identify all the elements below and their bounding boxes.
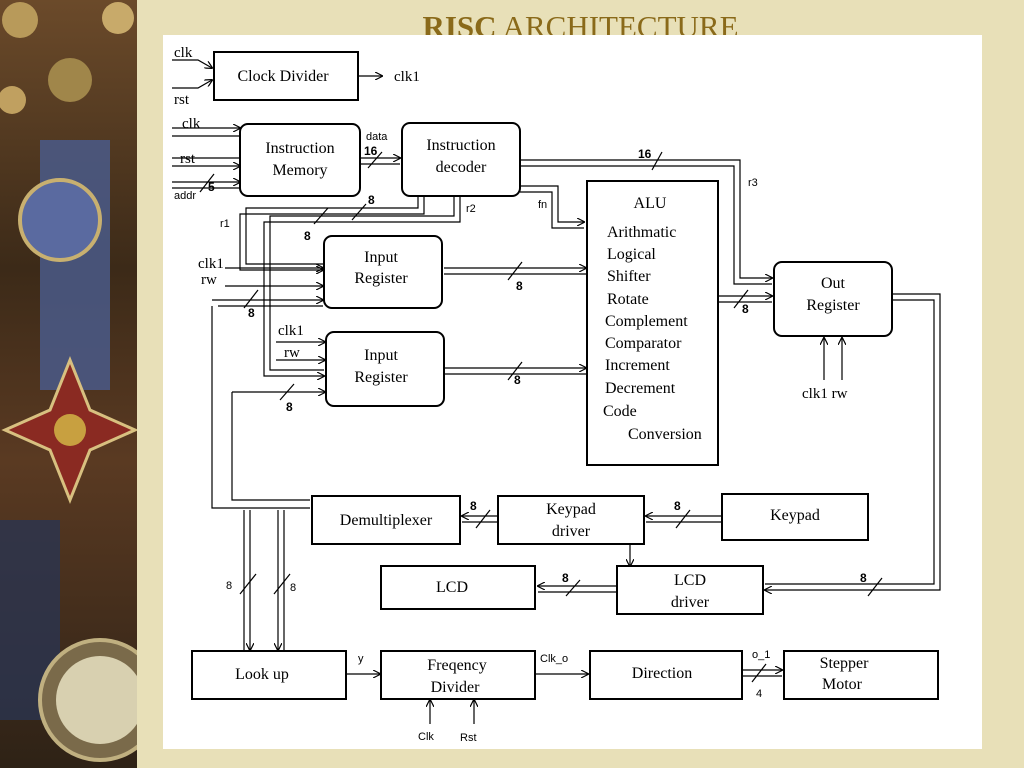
width-8-l: 8 bbox=[226, 580, 232, 592]
svg-text:Look up: Look up bbox=[235, 666, 289, 683]
svg-text:Increment: Increment bbox=[605, 357, 670, 374]
svg-text:Keypad: Keypad bbox=[546, 501, 596, 518]
label-o-1: o_1 bbox=[752, 649, 770, 661]
label-r3: r3 bbox=[748, 177, 758, 189]
width-8-c: 8 bbox=[248, 306, 255, 320]
svg-text:Instruction: Instruction bbox=[265, 140, 334, 157]
svg-text:Code: Code bbox=[603, 403, 637, 420]
svg-text:Conversion: Conversion bbox=[628, 426, 702, 443]
svg-text:driver: driver bbox=[552, 523, 591, 540]
width-8-e: 8 bbox=[514, 373, 521, 387]
svg-text:LCD: LCD bbox=[436, 579, 468, 596]
label-rw-a: rw bbox=[201, 272, 217, 288]
svg-text:Freqency: Freqency bbox=[427, 657, 487, 674]
label-data: data bbox=[366, 131, 388, 143]
svg-text:Register: Register bbox=[354, 369, 408, 386]
keypad-driver-block: Keypad driver bbox=[497, 495, 645, 545]
label-r1: r1 bbox=[220, 218, 230, 230]
width-8-b: 8 bbox=[304, 229, 311, 243]
input-register-1-block: Input Register bbox=[323, 235, 443, 309]
svg-text:Out: Out bbox=[821, 275, 846, 292]
frequency-divider-block: Freqency Divider bbox=[380, 650, 536, 700]
svg-text:Rotate: Rotate bbox=[607, 291, 649, 308]
keypad-block: Keypad bbox=[721, 493, 869, 541]
bus-slashes bbox=[199, 151, 883, 683]
label-clk1-a: clk1 bbox=[198, 256, 224, 272]
width-data: 16 bbox=[364, 144, 378, 158]
width-8-d: 8 bbox=[516, 279, 523, 293]
svg-text:Stepper: Stepper bbox=[820, 655, 870, 672]
label-clk-1: clk bbox=[174, 45, 193, 61]
svg-text:Complement: Complement bbox=[605, 313, 688, 330]
label-rst-2: rst bbox=[180, 151, 196, 167]
svg-text:Demultiplexer: Demultiplexer bbox=[340, 512, 433, 529]
svg-text:Keypad: Keypad bbox=[770, 507, 820, 524]
lcd-block: LCD bbox=[380, 565, 536, 610]
label-Rst: Rst bbox=[460, 732, 477, 744]
risc-block-diagram: Clock Divider Instruction Memory Instruc… bbox=[172, 45, 941, 744]
width-8-i: 8 bbox=[674, 499, 681, 513]
label-out-clk1-rw: clk1 rw bbox=[802, 386, 848, 402]
demultiplexer-block: Demultiplexer bbox=[311, 495, 461, 545]
svg-text:Logical: Logical bbox=[607, 246, 656, 263]
label-clk-2: clk bbox=[182, 116, 201, 132]
svg-text:Register: Register bbox=[806, 297, 860, 314]
look-up-block: Look up bbox=[191, 650, 347, 700]
width-8-f: 8 bbox=[286, 400, 293, 414]
svg-text:LCD: LCD bbox=[674, 572, 706, 589]
wires bbox=[172, 59, 941, 724]
svg-text:Register: Register bbox=[354, 270, 408, 287]
label-rst-1: rst bbox=[174, 92, 190, 108]
svg-text:Input: Input bbox=[364, 249, 398, 266]
label-Clk: Clk bbox=[418, 731, 434, 743]
svg-text:Instruction: Instruction bbox=[426, 137, 495, 154]
width-8-g: 8 bbox=[742, 302, 749, 316]
diagram-panel: Clock Divider Instruction Memory Instruc… bbox=[163, 35, 982, 749]
svg-text:decoder: decoder bbox=[436, 159, 487, 176]
svg-text:Shifter: Shifter bbox=[607, 268, 651, 285]
clock-divider-block: Clock Divider bbox=[213, 51, 359, 101]
label-fn: fn bbox=[538, 199, 547, 211]
label-clk1-out: clk1 bbox=[394, 69, 420, 85]
width-8-j: 8 bbox=[562, 571, 569, 585]
svg-text:driver: driver bbox=[671, 594, 710, 611]
svg-text:Direction: Direction bbox=[632, 665, 692, 682]
svg-text:Comparator: Comparator bbox=[605, 335, 682, 352]
instruction-memory-block: Instruction Memory bbox=[239, 123, 361, 197]
svg-text:ALU: ALU bbox=[634, 195, 667, 212]
label-rw-b: rw bbox=[284, 345, 300, 361]
lcd-driver-block: LCD driver bbox=[616, 565, 764, 615]
width-addr: 5 bbox=[208, 180, 215, 194]
width-r3: 16 bbox=[638, 147, 652, 161]
stepper-motor-block: Stepper Motor bbox=[783, 650, 939, 700]
svg-text:Decrement: Decrement bbox=[605, 380, 676, 397]
svg-text:Memory: Memory bbox=[272, 162, 327, 179]
alu-block: ALU Arithmatic Logical Shifter Rotate Co… bbox=[586, 180, 719, 466]
svg-text:Input: Input bbox=[364, 347, 398, 364]
instruction-decoder-block: Instruction decoder bbox=[401, 122, 521, 197]
svg-text:Divider: Divider bbox=[431, 679, 481, 696]
signal-labels: clk rst clk1 clk rst addr data r1 r2 fn … bbox=[174, 45, 848, 744]
width-8-h: 8 bbox=[470, 499, 477, 513]
bus-width-labels: 5 16 16 8 8 8 8 8 8 8 8 8 8 8 8 8 4 bbox=[208, 144, 867, 700]
svg-text:Clock Divider: Clock Divider bbox=[237, 68, 329, 85]
width-8-k: 8 bbox=[860, 571, 867, 585]
width-8-m: 8 bbox=[290, 582, 296, 594]
label-r2: r2 bbox=[466, 203, 476, 215]
label-clk1-b: clk1 bbox=[278, 323, 304, 339]
direction-block: Direction bbox=[589, 650, 743, 700]
label-clk-o: Clk_o bbox=[540, 653, 568, 665]
label-addr: addr bbox=[174, 190, 196, 202]
medal-compass-photo bbox=[0, 2, 137, 762]
width-4: 4 bbox=[756, 688, 762, 700]
width-8-a: 8 bbox=[368, 193, 375, 207]
decorative-photo bbox=[0, 0, 137, 768]
svg-text:Motor: Motor bbox=[822, 676, 863, 693]
label-y: y bbox=[358, 653, 364, 665]
svg-text:Arithmatic: Arithmatic bbox=[607, 224, 676, 241]
out-register-block: Out Register bbox=[773, 261, 893, 337]
input-register-2-block: Input Register bbox=[325, 331, 445, 407]
